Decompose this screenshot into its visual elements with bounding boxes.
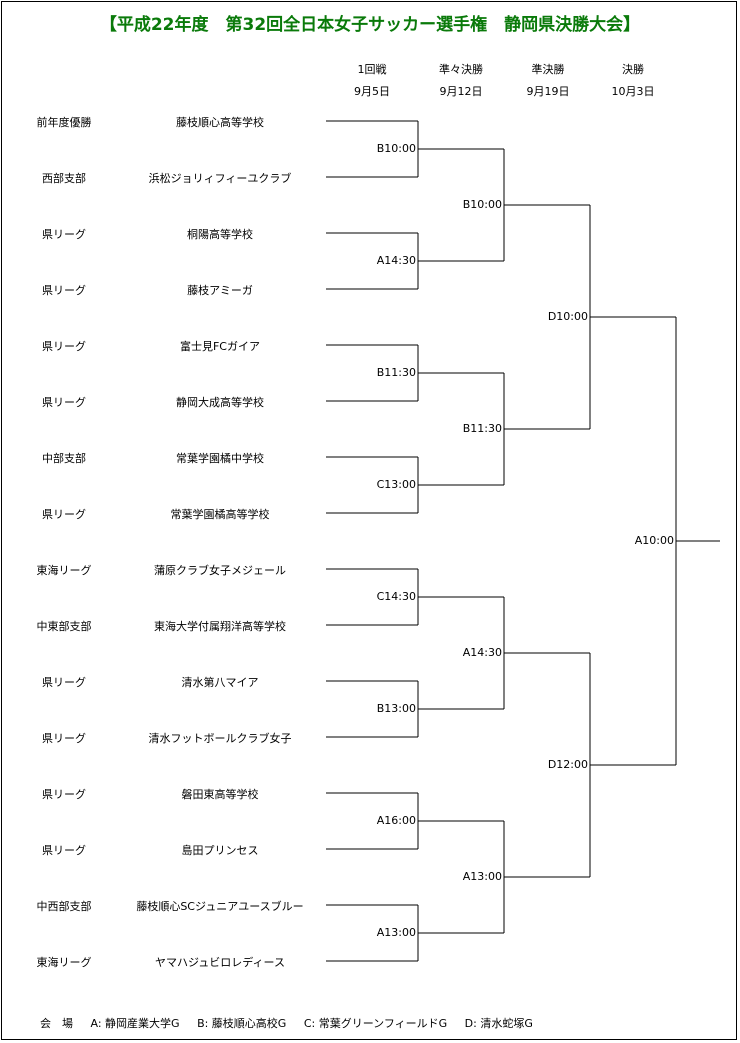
round-date-0: 9月5日	[354, 85, 390, 98]
match-time: C13:00	[376, 478, 416, 491]
team-name: 藤枝アミーガ	[187, 284, 253, 297]
team-name: 島田プリンセス	[181, 844, 259, 857]
team-name: 東海大学付属翔洋高等学校	[154, 620, 286, 633]
venue-label: 会 場	[40, 1017, 73, 1030]
team-category: 県リーグ	[42, 284, 86, 297]
match-time: B11:30	[462, 422, 502, 435]
match-time: A13:00	[376, 926, 416, 939]
team-name: 磐田東高等学校	[181, 788, 259, 801]
venue-legend: 会 場 A: 静岡産業大学G B: 藤枝順心高校G C: 常葉グリーンフィールド…	[40, 1015, 547, 1031]
team-category: 前年度優勝	[36, 116, 92, 129]
match-time: D12:00	[547, 758, 588, 771]
team-category: 県リーグ	[42, 228, 86, 241]
team-name: 蒲原クラブ女子メジェール	[154, 564, 286, 577]
team-name: 清水フットボールクラブ女子	[148, 732, 292, 745]
team-category: 県リーグ	[42, 732, 86, 745]
match-time: A14:30	[462, 646, 502, 659]
round-name-0: 1回戦	[357, 63, 387, 76]
team-name: 浜松ジョリィフィーユクラブ	[148, 172, 292, 185]
match-time: C14:30	[376, 590, 416, 603]
team-name: 桐陽高等学校	[187, 228, 253, 241]
team-name: 藤枝順心SCジュニアユースブルー	[136, 900, 304, 913]
team-category: 県リーグ	[42, 396, 86, 409]
match-time: A13:00	[462, 870, 502, 883]
venue-a: A: 静岡産業大学G	[90, 1017, 180, 1030]
team-name: 清水第八マイア	[181, 676, 259, 689]
venue-d: D: 清水蛇塚G	[464, 1017, 533, 1030]
team-name: ヤマハジュビロレディース	[155, 956, 285, 969]
team-name: 富士見FCガイア	[179, 340, 260, 353]
team-name: 藤枝順心高等学校	[176, 116, 264, 129]
team-category: 県リーグ	[42, 788, 86, 801]
team-category: 中西部支部	[36, 900, 92, 913]
team-category: 県リーグ	[42, 340, 86, 353]
team-category: 県リーグ	[42, 676, 86, 689]
match-time: D10:00	[547, 310, 588, 323]
match-time: A10:00	[634, 534, 674, 547]
team-category: 東海リーグ	[36, 564, 92, 577]
match-time: B13:00	[376, 702, 416, 715]
venue-b: B: 藤枝順心高校G	[197, 1017, 287, 1030]
page-title: 【平成22年度 第32回全日本女子サッカー選手権 静岡県決勝大会】	[99, 15, 641, 35]
team-category: 県リーグ	[42, 844, 86, 857]
match-time: B10:00	[376, 142, 416, 155]
team-category: 県リーグ	[42, 508, 86, 521]
team-name: 静岡大成高等学校	[176, 396, 264, 409]
team-category: 中部支部	[42, 452, 86, 465]
match-time: B10:00	[462, 198, 502, 211]
match-time: B11:30	[376, 366, 416, 379]
team-category: 西部支部	[42, 172, 86, 185]
match-time: A14:30	[376, 254, 416, 267]
round-date-1: 9月12日	[439, 85, 483, 98]
venue-c: C: 常葉グリーンフィールドG	[303, 1017, 448, 1030]
round-date-2: 9月19日	[526, 85, 570, 98]
team-category: 中東部支部	[36, 620, 92, 633]
round-name-2: 準決勝	[531, 63, 565, 76]
match-time: A16:00	[376, 814, 416, 827]
round-date-3: 10月3日	[611, 85, 655, 98]
team-name: 常葉学園橘高等学校	[170, 508, 270, 521]
team-category: 東海リーグ	[36, 956, 92, 969]
team-name: 常葉学園橘中学校	[176, 452, 264, 465]
round-name-1: 準々決勝	[439, 63, 483, 76]
round-name-3: 決勝	[622, 63, 644, 76]
